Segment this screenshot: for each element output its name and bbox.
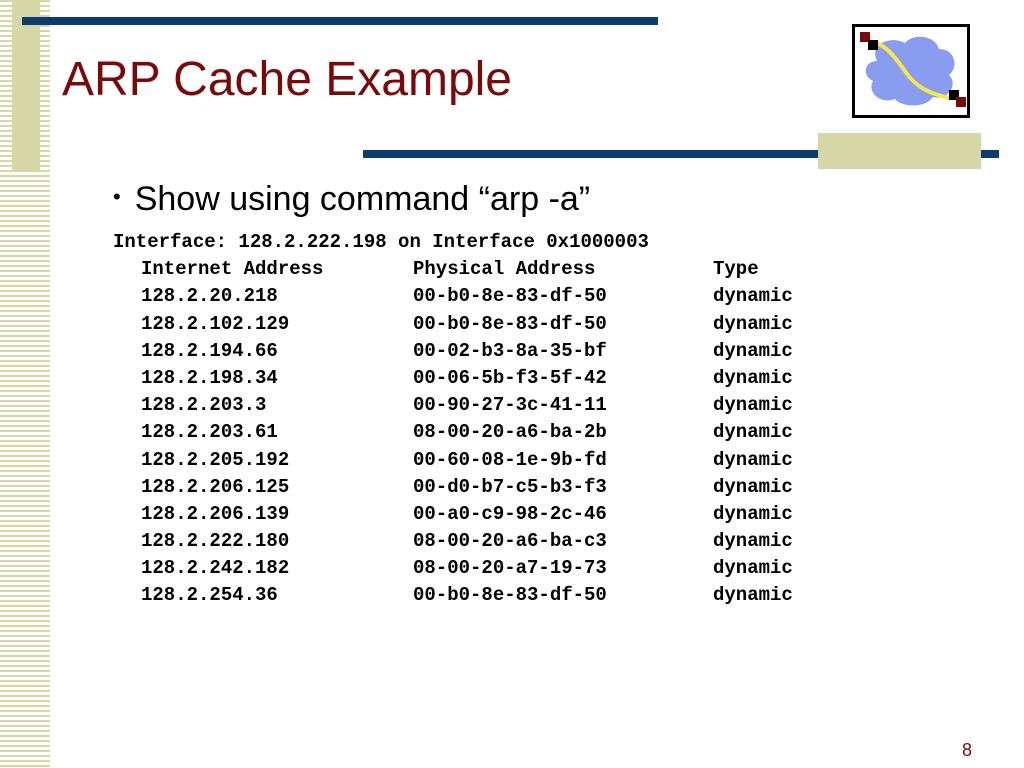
arp-output: Interface: 128.2.222.198 on Interface 0x… — [113, 229, 853, 610]
mac-address-cell: 00-06-5b-f3-5f-42 — [413, 366, 607, 389]
type-cell: dynamic — [713, 502, 793, 525]
table-row: 128.2.102.129 00-b0-8e-83-df-50 dynamic — [113, 311, 853, 338]
node-black-bottom — [949, 90, 959, 100]
bullet-icon: • — [113, 184, 121, 209]
mac-address-cell: 00-a0-c9-98-2c-46 — [413, 502, 607, 525]
cloud-shape — [865, 36, 955, 106]
ip-address-cell: 128.2.206.125 — [141, 475, 290, 498]
ip-address-cell: 128.2.203.3 — [141, 394, 267, 417]
table-row: 128.2.194.66 00-02-b3-8a-35-bf dynamic — [113, 338, 853, 365]
table-row: 128.2.20.218 00-b0-8e-83-df-50 dynamic — [113, 283, 853, 310]
mid-decor-block — [818, 133, 981, 169]
table-header-row: Internet Address Physical Address Type — [113, 256, 853, 283]
type-cell: dynamic — [713, 557, 793, 580]
table-row: 128.2.205.192 00-60-08-1e-9b-fd dynamic — [113, 447, 853, 474]
mac-address-cell: 08-00-20-a6-ba-c3 — [413, 530, 607, 553]
table-row: 128.2.206.125 00-d0-b7-c5-b3-f3 dynamic — [113, 474, 853, 501]
type-cell: dynamic — [713, 584, 793, 607]
network-cloud-icon — [852, 24, 970, 118]
table-row: 128.2.222.180 08-00-20-a6-ba-c3 dynamic — [113, 528, 853, 555]
ip-address-cell: 128.2.203.61 — [141, 421, 278, 444]
ip-address-cell: 128.2.222.180 — [141, 530, 290, 553]
mac-address-cell: 00-90-27-3c-41-11 — [413, 394, 607, 417]
interface-line: Interface: 128.2.222.198 on Interface 0x… — [113, 231, 649, 253]
top-accent-bar — [22, 17, 658, 25]
type-cell: dynamic — [713, 366, 793, 389]
network-cloud-graphic — [860, 32, 966, 107]
link-line — [868, 39, 956, 101]
mid-accent-bar — [363, 150, 999, 158]
node-black-top — [868, 40, 878, 50]
type-cell: dynamic — [713, 394, 793, 417]
type-cell: dynamic — [713, 421, 793, 444]
type-cell: dynamic — [713, 312, 793, 335]
type-cell: dynamic — [713, 285, 793, 308]
left-solid-block — [12, 0, 40, 170]
ip-address-cell: 128.2.198.34 — [141, 366, 278, 389]
table-row: 128.2.242.182 08-00-20-a7-19-73 dynamic — [113, 555, 853, 582]
bullet-text: Show using command “arp -a” — [134, 180, 591, 218]
table-row: 128.2.203.3 00-90-27-3c-41-11 dynamic — [113, 392, 853, 419]
bullet-item: • Show using command “arp -a” — [113, 180, 590, 219]
type-cell: dynamic — [713, 530, 793, 553]
ip-address-cell: 128.2.205.192 — [141, 448, 290, 471]
table-row: 128.2.203.61 08-00-20-a6-ba-2b dynamic — [113, 419, 853, 446]
ip-address-cell: 128.2.20.218 — [141, 285, 278, 308]
mac-address-cell: 08-00-20-a7-19-73 — [413, 557, 607, 580]
ip-address-cell: 128.2.102.129 — [141, 312, 290, 335]
node-red-bottom — [956, 97, 966, 107]
table-row: 128.2.206.139 00-a0-c9-98-2c-46 dynamic — [113, 501, 853, 528]
ip-address-cell: 128.2.254.36 — [141, 584, 278, 607]
mac-address-cell: 00-b0-8e-83-df-50 — [413, 285, 607, 308]
node-red-top — [860, 32, 870, 42]
header-physical-address: Physical Address — [413, 258, 596, 281]
header-internet-address: Internet Address — [141, 258, 324, 281]
table-row: 128.2.198.34 00-06-5b-f3-5f-42 dynamic — [113, 365, 853, 392]
mac-address-cell: 00-02-b3-8a-35-bf — [413, 339, 607, 362]
ip-address-cell: 128.2.194.66 — [141, 339, 278, 362]
table-row: 128.2.254.36 00-b0-8e-83-df-50 dynamic — [113, 582, 853, 609]
page-number: 8 — [962, 740, 973, 760]
type-cell: dynamic — [713, 475, 793, 498]
slide-title: ARP Cache Example — [62, 53, 512, 106]
header-type: Type — [713, 258, 759, 281]
mac-address-cell: 08-00-20-a6-ba-2b — [413, 421, 607, 444]
ip-address-cell: 128.2.206.139 — [141, 502, 290, 525]
type-cell: dynamic — [713, 339, 793, 362]
mac-address-cell: 00-b0-8e-83-df-50 — [413, 312, 607, 335]
ip-address-cell: 128.2.242.182 — [141, 557, 290, 580]
mac-address-cell: 00-d0-b7-c5-b3-f3 — [413, 475, 607, 498]
mac-address-cell: 00-60-08-1e-9b-fd — [413, 448, 607, 471]
mac-address-cell: 00-b0-8e-83-df-50 — [413, 584, 607, 607]
type-cell: dynamic — [713, 448, 793, 471]
